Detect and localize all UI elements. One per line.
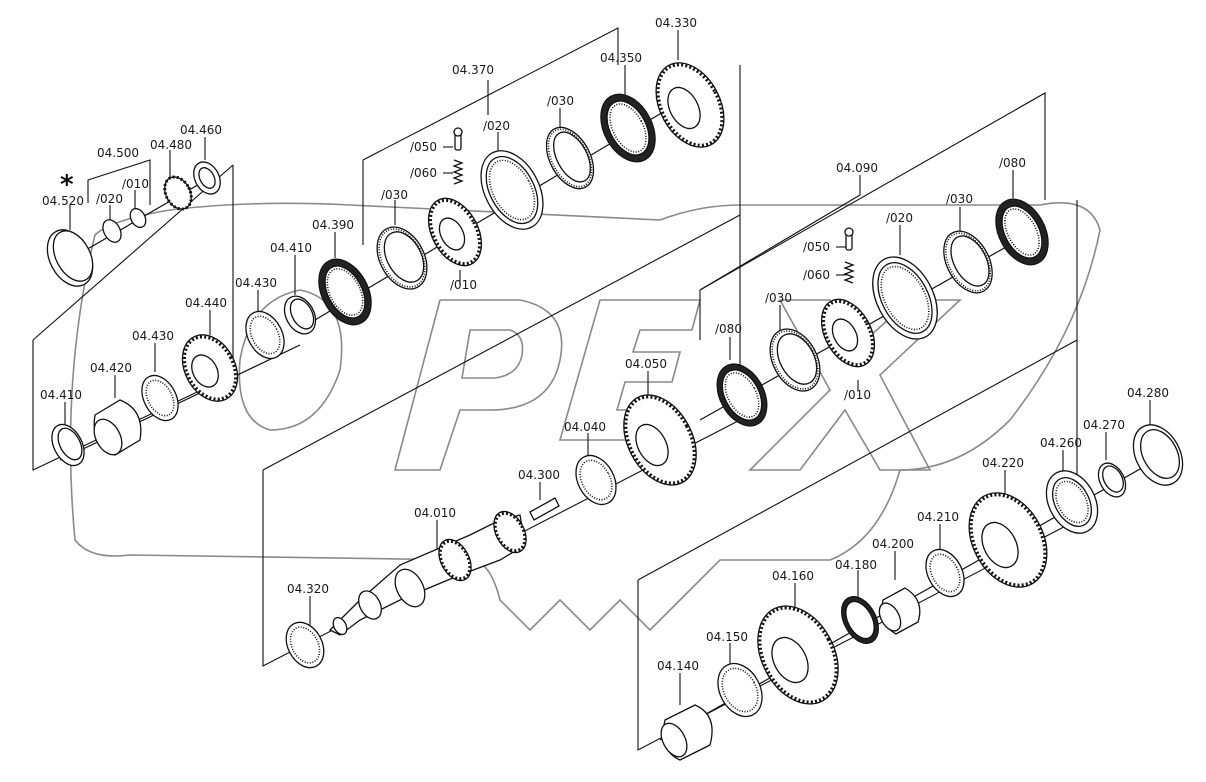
part-04140 xyxy=(660,704,713,761)
part-04280 xyxy=(1132,424,1184,486)
part-04210 xyxy=(925,548,965,598)
part-04200 xyxy=(878,587,921,635)
label-04260: 04.260 xyxy=(1040,436,1082,450)
part-04410-right xyxy=(283,295,317,335)
label-04500-010: /010 xyxy=(122,177,149,191)
label-04430-left: 04.430 xyxy=(132,329,174,343)
part-04260 xyxy=(1045,470,1099,534)
part-04150 xyxy=(717,662,763,718)
part-04040 xyxy=(575,454,617,506)
label-04410-left: 04.410 xyxy=(40,388,82,402)
part-04460 xyxy=(193,161,221,195)
part-04370-030-left xyxy=(376,226,428,290)
label-04460: 04.460 xyxy=(180,123,222,137)
label-04050: 04.050 xyxy=(625,357,667,371)
label-04370-060: /060 xyxy=(410,166,437,180)
group-frame-04090 xyxy=(637,92,1078,751)
label-04370-030-left: /030 xyxy=(381,188,408,202)
part-04180 xyxy=(841,596,879,644)
part-04090-020 xyxy=(872,256,938,340)
part-04090-060-spring xyxy=(843,261,855,284)
label-04350: 04.350 xyxy=(600,51,642,65)
part-04320 xyxy=(285,621,325,669)
label-04370: 04.370 xyxy=(452,63,494,77)
label-04090: 04.090 xyxy=(836,161,878,175)
part-04090-010 xyxy=(820,298,876,368)
label-04090-050: /050 xyxy=(803,240,830,254)
part-04350 xyxy=(600,93,656,163)
part-04500-020 xyxy=(102,219,122,243)
label-04370-010: /010 xyxy=(450,278,477,292)
axis-lines xyxy=(59,89,1166,741)
label-04090-030-left: /030 xyxy=(765,291,792,305)
label-04440: 04.440 xyxy=(185,296,227,310)
part-04090-080-left xyxy=(716,363,768,427)
part-04370-020 xyxy=(480,150,544,230)
label-04500-020: /020 xyxy=(96,192,123,206)
label-04330: 04.330 xyxy=(655,16,697,30)
label-04090-080-left: /080 xyxy=(715,322,742,336)
label-04300: 04.300 xyxy=(518,468,560,482)
label-04220: 04.220 xyxy=(982,456,1024,470)
label-04090-060: /060 xyxy=(803,268,830,282)
label-04210: 04.210 xyxy=(917,510,959,524)
part-04270 xyxy=(1097,462,1127,498)
leader-lines xyxy=(64,30,1151,705)
part-04410-left xyxy=(51,423,85,467)
label-04140: 04.140 xyxy=(657,659,699,673)
part-04370-050-pin xyxy=(453,127,463,151)
part-04160 xyxy=(757,605,839,705)
label-04090-010: /010 xyxy=(844,388,871,402)
part-04390 xyxy=(318,258,372,326)
part-04520 xyxy=(46,229,94,287)
part-04370-010 xyxy=(427,197,483,267)
label-04370-050: /050 xyxy=(410,140,437,154)
part-labels: * 04.520 04.500 /020 /010 04.480 04.460 … xyxy=(40,16,1169,673)
label-04200: 04.200 xyxy=(872,537,914,551)
part-04050 xyxy=(623,394,697,486)
part-04300 xyxy=(529,497,560,521)
label-04520: 04.520 xyxy=(42,194,84,208)
part-04480 xyxy=(163,175,193,211)
label-04410-right: 04.410 xyxy=(270,241,312,255)
part-04010-shaft xyxy=(328,510,527,636)
label-04370-030-right: /030 xyxy=(547,94,574,108)
label-04370-020: /020 xyxy=(483,119,510,133)
part-04090-030-right xyxy=(943,230,993,294)
label-04010: 04.010 xyxy=(414,506,456,520)
label-04420: 04.420 xyxy=(90,361,132,375)
label-04090-080-right: /080 xyxy=(999,156,1026,170)
label-04090-020: /020 xyxy=(886,211,913,225)
label-04270: 04.270 xyxy=(1083,418,1125,432)
asterisk-mark: * xyxy=(60,170,74,200)
label-04150: 04.150 xyxy=(706,630,748,644)
label-04160: 04.160 xyxy=(772,569,814,583)
label-04180: 04.180 xyxy=(835,558,877,572)
part-04090-030-left xyxy=(769,328,821,392)
label-04430-right: 04.430 xyxy=(235,276,277,290)
part-04370-030-right xyxy=(545,126,595,190)
part-04430-left xyxy=(141,374,179,422)
part-04090-050-pin xyxy=(844,227,854,251)
part-04090-080-right xyxy=(995,198,1049,266)
label-04500: 04.500 xyxy=(97,146,139,160)
part-04500-010 xyxy=(129,207,147,229)
label-04040: 04.040 xyxy=(564,420,606,434)
parts xyxy=(46,62,1184,761)
label-04280: 04.280 xyxy=(1127,386,1169,400)
label-04390: 04.390 xyxy=(312,218,354,232)
label-04480: 04.480 xyxy=(150,138,192,152)
label-04320: 04.320 xyxy=(287,582,329,596)
part-04220 xyxy=(968,492,1048,588)
part-04370-060-spring xyxy=(452,159,464,185)
part-04330 xyxy=(655,62,725,148)
part-04430-right xyxy=(245,310,285,360)
part-04420 xyxy=(93,399,142,456)
label-04090-030-right: /030 xyxy=(946,192,973,206)
part-04440 xyxy=(181,334,239,402)
